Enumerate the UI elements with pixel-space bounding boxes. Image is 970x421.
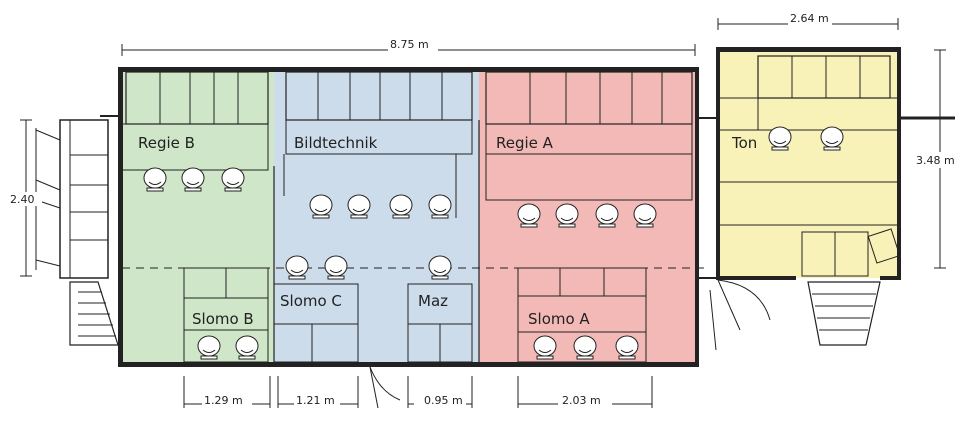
chairs: [143, 126, 844, 360]
chair: [221, 167, 245, 192]
dim-left-depth: 2.40: [10, 193, 35, 206]
right-stairs: [369, 279, 881, 409]
outer-walls: [100, 47, 955, 367]
chair: [768, 126, 792, 151]
slomo-b-booth: [183, 267, 269, 363]
chair: [615, 335, 639, 360]
ton-console: [720, 55, 901, 277]
chair: [389, 194, 413, 219]
slomo-c-booth: [273, 283, 359, 363]
chair: [309, 194, 333, 219]
room-label-maz: Maz: [418, 292, 448, 310]
dim-ton-width: 2.64 m: [790, 12, 829, 25]
room-label-slomo-a: Slomo A: [528, 310, 590, 328]
chair: [235, 335, 259, 360]
chair: [820, 126, 844, 151]
regie-a-console: [485, 71, 693, 201]
dim-maz: 0.95 m: [424, 394, 463, 407]
chair: [324, 255, 348, 280]
dim-slomo-a: 2.03 m: [562, 394, 601, 407]
dim-slomo-c: 1.21 m: [296, 394, 335, 407]
chair: [633, 203, 657, 228]
chair: [428, 194, 452, 219]
chair: [143, 167, 167, 192]
chair: [573, 335, 597, 360]
chair: [595, 203, 619, 228]
chair: [428, 255, 452, 280]
chair: [347, 194, 371, 219]
slomo-a-booth: [517, 267, 647, 363]
room-label-slomo-c: Slomo C: [280, 292, 342, 310]
dim-slomo-b: 1.29 m: [204, 394, 243, 407]
room-label-regie-b: Regie B: [138, 134, 195, 152]
left-stairs: [35, 119, 119, 346]
chair: [517, 203, 541, 228]
room-label-slomo-b: Slomo B: [192, 310, 254, 328]
dim-ton-depth: 3.48 m: [916, 154, 955, 167]
chair: [285, 255, 309, 280]
zone-regie-b: [120, 70, 274, 366]
chair: [181, 167, 205, 192]
chair: [533, 335, 557, 360]
dim-total-length: 8.75 m: [390, 38, 429, 51]
chair: [555, 203, 579, 228]
room-label-regie-a: Regie A: [496, 134, 554, 152]
room-label-bildtechnik: Bildtechnik: [294, 134, 378, 152]
maz-booth: [407, 283, 473, 363]
room-label-ton: Ton: [731, 134, 757, 152]
chair: [197, 335, 221, 360]
